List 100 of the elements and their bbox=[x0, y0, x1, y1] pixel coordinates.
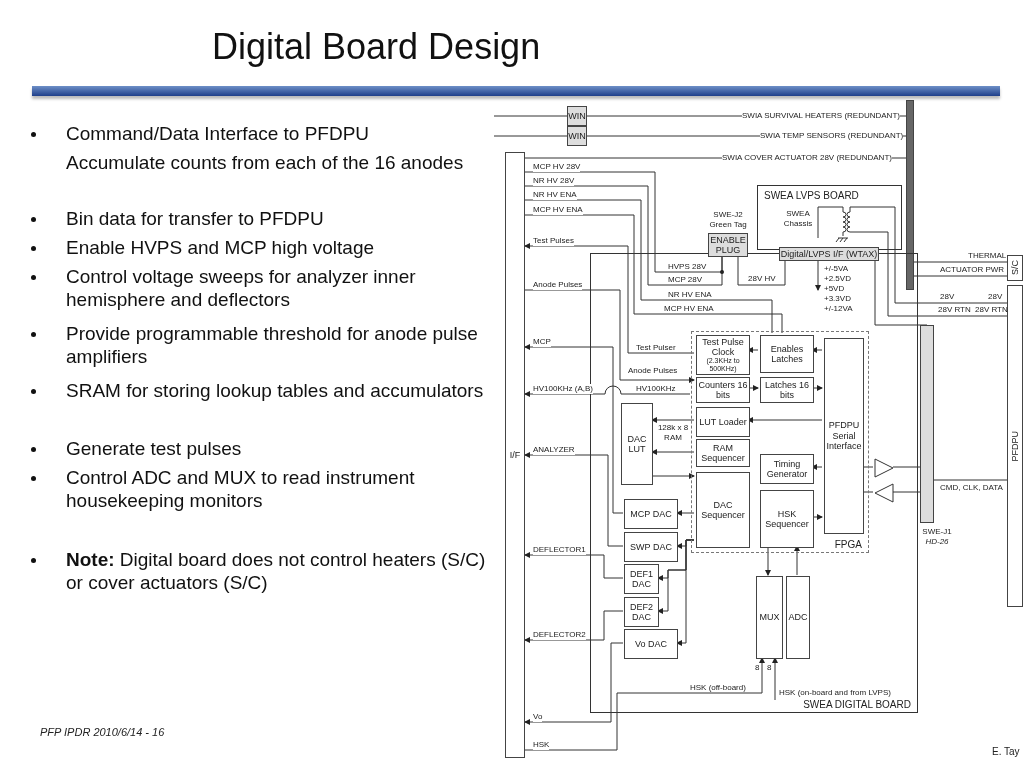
signal-label: Anode Pulses bbox=[628, 366, 678, 376]
signal-line bbox=[524, 185, 723, 286]
signal-line bbox=[524, 171, 723, 273]
connector-line bbox=[874, 260, 928, 326]
connector-line bbox=[676, 539, 695, 646]
signal-label: HVPS 28V bbox=[668, 262, 707, 272]
signal-label: HSK (off-board) bbox=[690, 683, 746, 693]
box-label: SWEA DIGITAL BOARD bbox=[803, 698, 911, 710]
block-box bbox=[786, 576, 810, 659]
connector-tag: SWE-J2 Green Tag bbox=[706, 210, 750, 230]
edge-label: CMD, CLK, DATA bbox=[940, 483, 1003, 493]
connector-line bbox=[651, 473, 695, 479]
box-label: Latches 16 bits bbox=[763, 379, 810, 401]
edge-label: THERMAL bbox=[968, 251, 1007, 261]
signal-label: NR HV ENA bbox=[668, 290, 712, 300]
edge-label: 28V bbox=[940, 292, 955, 302]
signal-label: HV100KHz bbox=[636, 384, 676, 394]
signal-label: 28V bbox=[988, 292, 1003, 302]
block-box bbox=[621, 403, 653, 485]
block-box bbox=[624, 532, 678, 562]
edge-label: HSK (on-board and from LVPS) bbox=[779, 688, 891, 698]
signal-label: MCP 28V bbox=[668, 275, 703, 285]
box-label: Timing Generator bbox=[765, 458, 809, 480]
bullet-text: Bin data for transfer to PFDPU bbox=[66, 207, 325, 230]
connector-line bbox=[892, 466, 921, 468]
signal-line bbox=[772, 657, 778, 701]
signal-line bbox=[524, 289, 695, 383]
box-label: ADC bbox=[788, 612, 808, 623]
footer-text: PFP IPDR 2010/6/14 - 16 bbox=[40, 726, 165, 738]
bullet-text: Control ADC and MUX to read instrument housekeeping monitors bbox=[66, 466, 416, 512]
edge-label: Anode Pulses bbox=[533, 280, 583, 290]
signal-label: 28V RTN bbox=[975, 305, 1008, 315]
block-box bbox=[760, 335, 814, 373]
edge-label: 28V HV bbox=[748, 274, 776, 284]
box-label: SWEA LVPS BOARD bbox=[764, 190, 859, 202]
signal-label: 8 bbox=[767, 663, 772, 673]
block-box bbox=[696, 472, 750, 548]
edge-label: ACTUATOR PWR bbox=[940, 265, 1005, 275]
unit-box bbox=[1007, 285, 1023, 607]
block-box bbox=[696, 335, 750, 375]
edge-label: MCP bbox=[533, 337, 551, 347]
connector-tag: HD-26 bbox=[922, 537, 952, 547]
box-label: PFDPU Serial Interface bbox=[825, 420, 863, 452]
edge-label: DEFLECTOR2 bbox=[533, 630, 586, 640]
signal-line bbox=[524, 552, 624, 579]
box-label: Enables Latches bbox=[769, 343, 805, 365]
signal-line bbox=[815, 260, 821, 291]
signal-line bbox=[524, 452, 624, 547]
box-label: S/C bbox=[1009, 260, 1021, 276]
connector-line bbox=[651, 449, 695, 455]
box-label: ENABLE PLUG bbox=[709, 234, 747, 256]
box-label: SWP DAC bbox=[630, 541, 672, 553]
bullet-text: Command/Data Interface to PFDPU bbox=[66, 122, 371, 145]
signal-line bbox=[524, 243, 695, 354]
signal-line bbox=[933, 479, 1008, 481]
driver-triangle bbox=[874, 458, 894, 478]
edge-label: ANALYZER bbox=[533, 445, 575, 455]
edge-label: SWIA SURVIVAL HEATERS (REDUNDANT) bbox=[742, 111, 900, 121]
connector-line bbox=[493, 115, 568, 117]
block-box bbox=[624, 629, 678, 659]
signal-line bbox=[737, 256, 786, 286]
signal-label: MCP HV ENA bbox=[664, 304, 714, 314]
edge-label: MCP HV ENA bbox=[533, 205, 583, 215]
signal-line bbox=[524, 642, 624, 725]
signal-line bbox=[524, 657, 765, 751]
edge-label: HSK bbox=[533, 740, 550, 750]
bullet-text: Enable HVPS and MCP high voltage bbox=[66, 236, 376, 259]
edge-label: NR HV 28V bbox=[533, 176, 575, 186]
box-label: DAC Sequencer bbox=[700, 499, 746, 521]
bullet-text: Provide programmable threshold for anode pulse amplifiers bbox=[66, 322, 479, 368]
block-box bbox=[760, 490, 814, 548]
box-label: LUT Loader bbox=[699, 416, 747, 428]
box-label: Counters 16 bits bbox=[697, 379, 749, 401]
interface-box bbox=[1007, 255, 1023, 281]
edge-label: HV100KHz (A,B) bbox=[533, 384, 594, 394]
box-label: HSK Sequencer bbox=[764, 508, 810, 530]
bullet-text: Control voltage sweeps for analyzer inner hemisphere and deflectors bbox=[66, 265, 417, 311]
box-label: DEF1 DAC bbox=[629, 568, 654, 590]
connector-line bbox=[651, 417, 695, 423]
connector-line bbox=[676, 510, 695, 516]
connector-line bbox=[892, 491, 921, 493]
box-label: MUX bbox=[759, 612, 780, 623]
connector-bar bbox=[920, 325, 934, 523]
box-label: FPGA bbox=[834, 538, 862, 550]
box-label: WIN bbox=[568, 130, 586, 142]
signal-line bbox=[913, 275, 1008, 277]
bullet-text: SRAM for storing lookup tables and accumulators bbox=[66, 379, 485, 402]
edge-label: Vo bbox=[533, 712, 543, 722]
driver-triangle bbox=[874, 483, 894, 503]
box-label: Digital/LVPS I/F (WTAX) bbox=[780, 248, 878, 260]
signal-label: 8 bbox=[755, 663, 760, 673]
edge-label: DEFLECTOR1 bbox=[533, 545, 586, 555]
box-label: WIN bbox=[568, 110, 586, 122]
connector-bar bbox=[906, 100, 914, 290]
block-box bbox=[824, 338, 864, 534]
slide-title: Digital Board Design bbox=[212, 26, 541, 68]
signal-line bbox=[887, 249, 1008, 317]
bullet-text: Note: Digital board does not control heaters (S/C) or cover actuators (S/C) bbox=[66, 548, 487, 594]
edge-label: 28V RTN bbox=[938, 305, 971, 315]
connector-strip bbox=[505, 152, 525, 758]
